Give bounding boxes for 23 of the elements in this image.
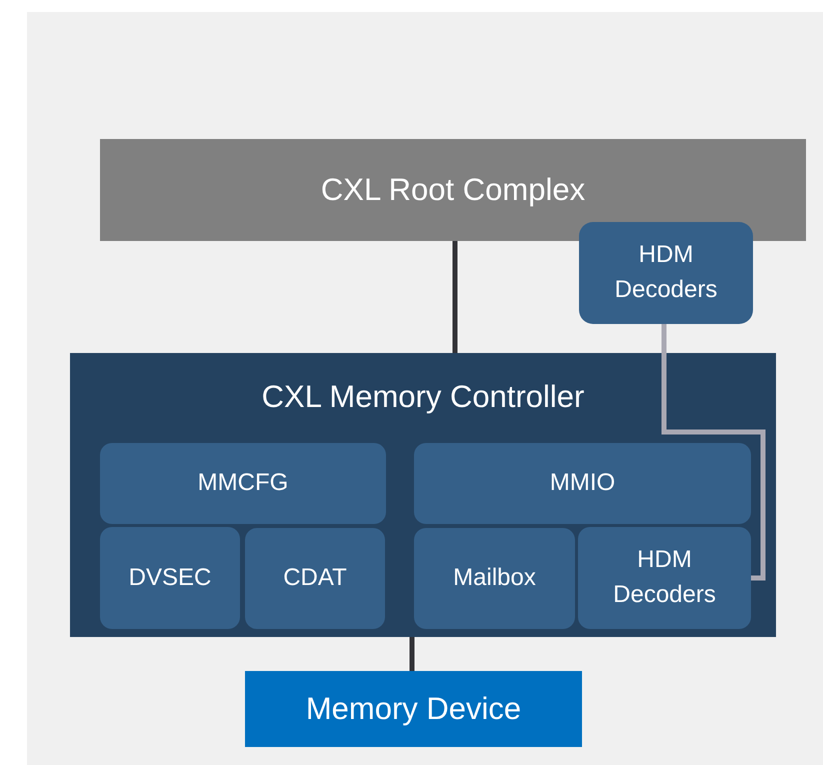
register-box <box>100 527 240 629</box>
node-label: CDAT <box>283 563 347 594</box>
connector-line <box>662 324 766 580</box>
node-label: DVSEC <box>128 562 212 593</box>
register-box <box>100 443 386 524</box>
node-label: Memory Device <box>306 690 522 728</box>
node-label: HDM Decoders <box>612 545 717 610</box>
decoder-box <box>579 222 753 324</box>
register-box <box>245 528 385 629</box>
decoder-box <box>578 527 751 629</box>
controller-box <box>70 353 776 637</box>
node-label: MMCFG <box>198 468 288 498</box>
node-label: Mailbox <box>453 563 536 594</box>
connector-line <box>410 637 414 671</box>
node-label: HDM Decoders <box>614 240 718 305</box>
node-label: CXL Memory Controller <box>262 378 584 416</box>
mailbox-box <box>414 528 575 629</box>
node-label: MMIO <box>550 468 616 498</box>
register-box <box>414 443 751 524</box>
connector-line <box>452 241 458 353</box>
complex-box <box>100 139 806 241</box>
device-box <box>245 671 582 747</box>
node-label: CXL Root Complex <box>320 170 586 209</box>
